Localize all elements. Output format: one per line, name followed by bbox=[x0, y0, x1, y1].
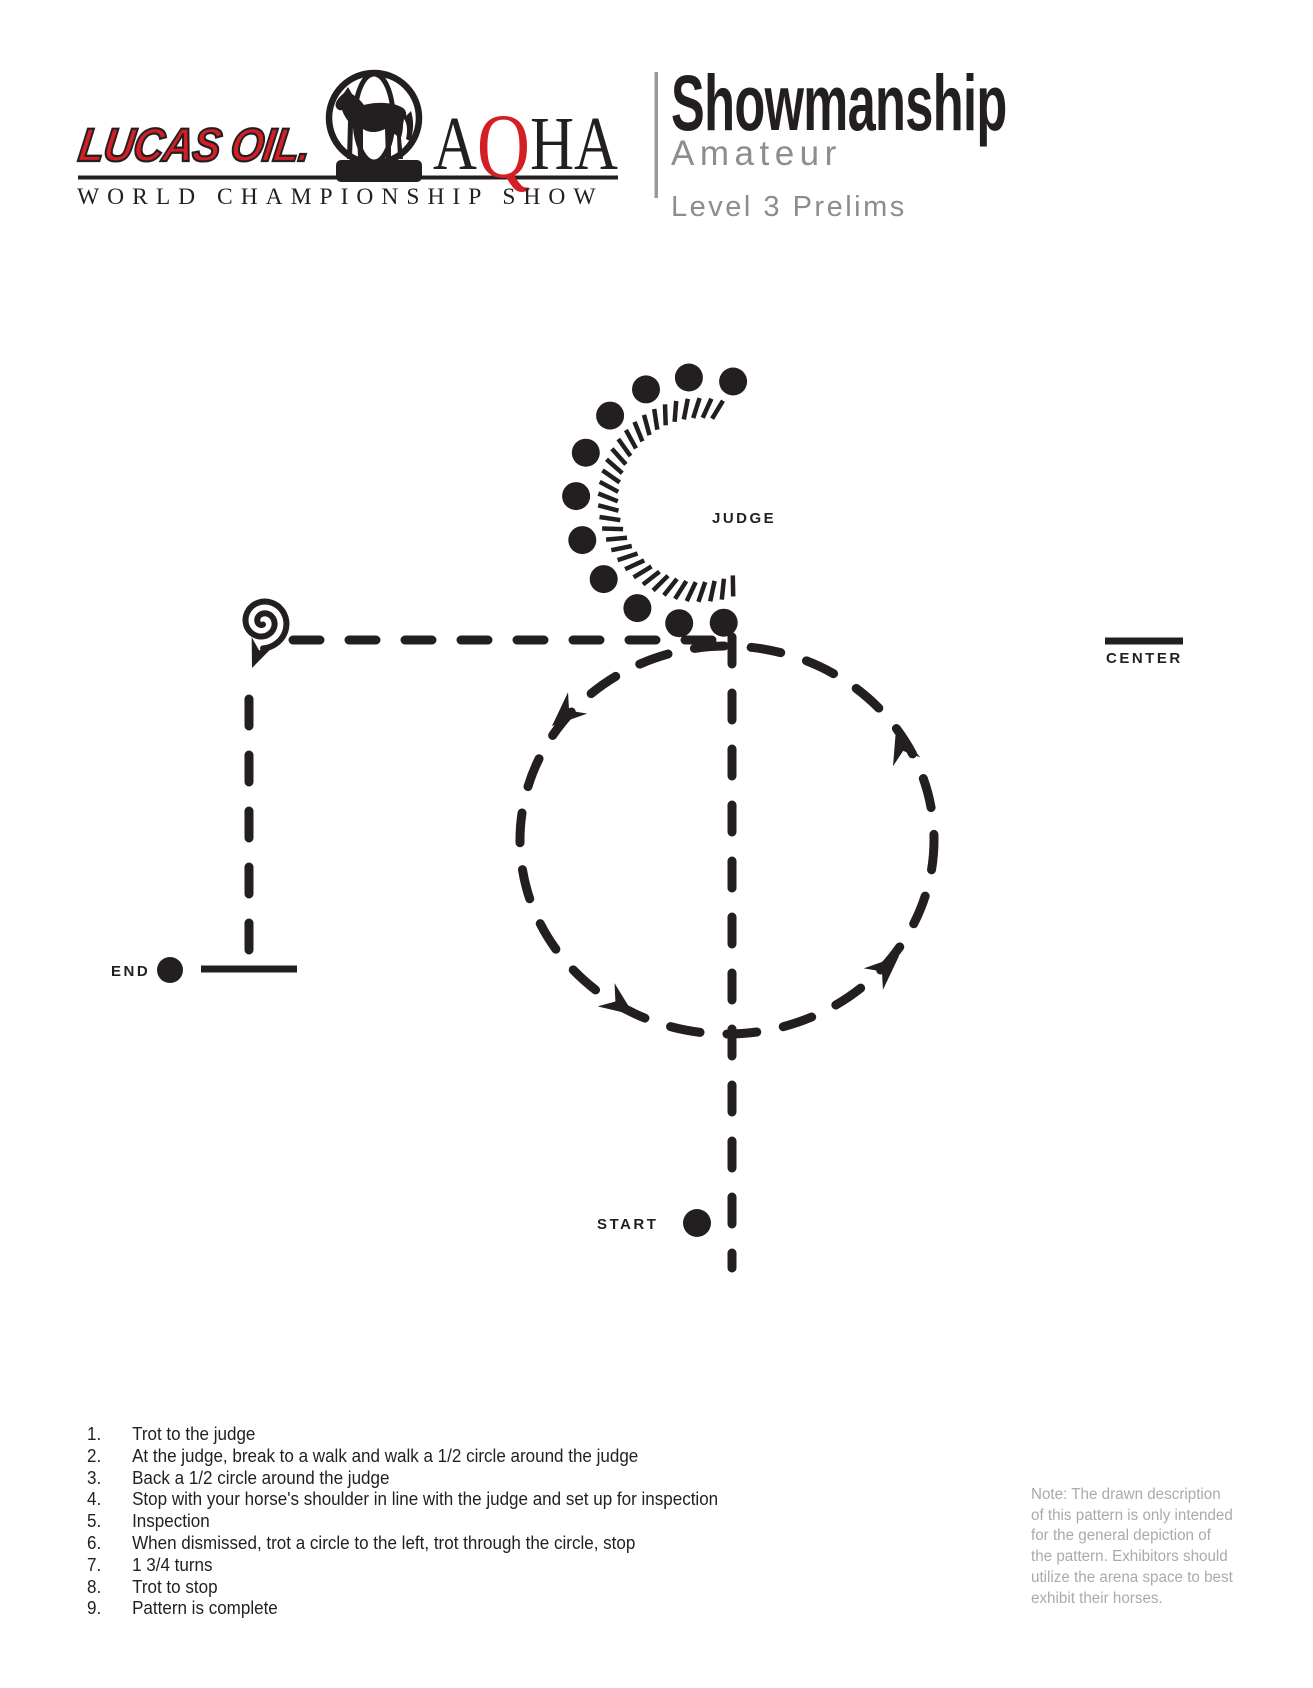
note-line: exhibit their horses. bbox=[1031, 1589, 1163, 1607]
instruction-item: 5. Inspection bbox=[87, 1510, 718, 1532]
pattern-note: Note: The drawn description of this patt… bbox=[1031, 1485, 1233, 1609]
instruction-item: 6. When dismissed, trot a circle to the l… bbox=[87, 1532, 718, 1554]
instruction-text: Stop with your horse's shoulder in line … bbox=[132, 1488, 719, 1510]
note-line: of this pattern is only intended bbox=[1031, 1506, 1233, 1524]
aqha-horse-globe-icon bbox=[325, 69, 423, 182]
division-label: Amateur bbox=[671, 134, 842, 173]
instruction-text: Trot to the judge bbox=[132, 1423, 256, 1444]
instruction-number: 2. bbox=[87, 1444, 102, 1466]
instruction-number: 7. bbox=[87, 1553, 102, 1575]
page-title: Showmanship bbox=[671, 58, 1007, 147]
instruction-item: 8. Trot to stop bbox=[87, 1576, 718, 1598]
instruction-number: 5. bbox=[87, 1510, 102, 1532]
instruction-number: 9. bbox=[87, 1597, 102, 1619]
end-label: END bbox=[111, 963, 150, 980]
start-label: START bbox=[597, 1216, 658, 1233]
instruction-number: 3. bbox=[87, 1466, 102, 1488]
aqha-letter-q: Q bbox=[476, 95, 531, 197]
instruction-text: At the judge, break to a walk and walk a… bbox=[132, 1444, 639, 1466]
instruction-item: 4. Stop with your horse's shoulder in lin… bbox=[87, 1488, 718, 1510]
aqha-letter-a: A bbox=[433, 102, 477, 186]
level-label: Level 3 Prelims bbox=[671, 191, 907, 223]
instruction-text: Back a 1/2 circle around the judge bbox=[132, 1466, 390, 1488]
instruction-item: 7. 1 3/4 turns bbox=[87, 1554, 718, 1576]
instruction-item: 9. Pattern is complete bbox=[87, 1597, 718, 1619]
instruction-text: Inspection bbox=[132, 1510, 210, 1532]
note-line: for the general depiction of bbox=[1031, 1527, 1211, 1545]
header-divider bbox=[654, 72, 658, 198]
end-dot bbox=[157, 957, 183, 983]
instruction-text: Trot to stop bbox=[132, 1575, 218, 1597]
instruction-text: When dismissed, trot a circle to the lef… bbox=[132, 1531, 636, 1553]
instruction-number: 8. bbox=[87, 1575, 102, 1597]
instruction-number: 1. bbox=[87, 1423, 102, 1444]
note-line: Note: The drawn description bbox=[1031, 1486, 1221, 1503]
aqha-logo: AQHA bbox=[433, 100, 618, 192]
instruction-item: 1. Trot to the judge bbox=[87, 1423, 718, 1445]
instruction-text: 1 3/4 turns bbox=[132, 1553, 213, 1575]
back-hatch-arc bbox=[597, 397, 736, 603]
instruction-list: 1. Trot to the judge 2. At the judge, brea… bbox=[87, 1423, 718, 1619]
direction-arrows bbox=[251, 637, 921, 1015]
aqha-letters-ha: HA bbox=[530, 102, 618, 186]
note-line: utilize the arena space to best bbox=[1031, 1568, 1233, 1586]
instruction-item: 2. At the judge, break to a walk and walk… bbox=[87, 1445, 718, 1467]
note-line: the pattern. Exhibitors should bbox=[1031, 1548, 1228, 1566]
lucas-oil-logo: LUCAS OIL. bbox=[75, 117, 315, 172]
instruction-item: 3. Back a 1/2 circle around the judge bbox=[87, 1467, 718, 1489]
trot-circle bbox=[515, 641, 939, 1039]
judge-label: JUDGE bbox=[712, 510, 776, 527]
instruction-number: 4. bbox=[87, 1488, 102, 1510]
center-label: CENTER bbox=[1106, 650, 1183, 667]
instruction-number: 6. bbox=[87, 1531, 102, 1553]
walk-dots-arc bbox=[562, 363, 748, 638]
world-championship-show-label: WORLD CHAMPIONSHIP SHOW bbox=[77, 184, 604, 210]
turns-spiral-icon bbox=[242, 598, 290, 652]
instruction-text: Pattern is complete bbox=[132, 1597, 278, 1619]
start-dot bbox=[683, 1209, 711, 1237]
